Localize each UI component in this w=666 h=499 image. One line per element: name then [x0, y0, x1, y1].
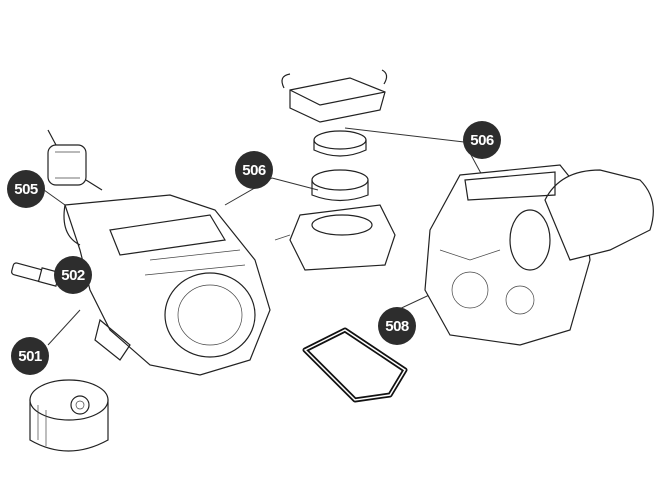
callout-501[interactable]: 501	[11, 337, 49, 375]
callout-506-right[interactable]: 506	[463, 121, 501, 159]
callout-506-left[interactable]: 506	[235, 151, 273, 189]
gasket-drawing	[302, 327, 408, 403]
callout-508[interactable]: 508	[378, 307, 416, 345]
air-filter-cover-drawing	[281, 69, 388, 123]
fuel-filter-drawing	[47, 129, 103, 191]
spark-plug-drawing	[11, 262, 61, 287]
air-filter-element-drawing	[313, 130, 367, 157]
callout-502[interactable]: 502	[54, 256, 92, 294]
right-engine-drawing	[424, 164, 654, 346]
callout-505[interactable]: 505	[7, 170, 45, 208]
oil-filter-drawing	[29, 379, 109, 452]
air-filter-assembly-drawing	[274, 169, 396, 271]
left-engine-drawing	[63, 194, 271, 376]
